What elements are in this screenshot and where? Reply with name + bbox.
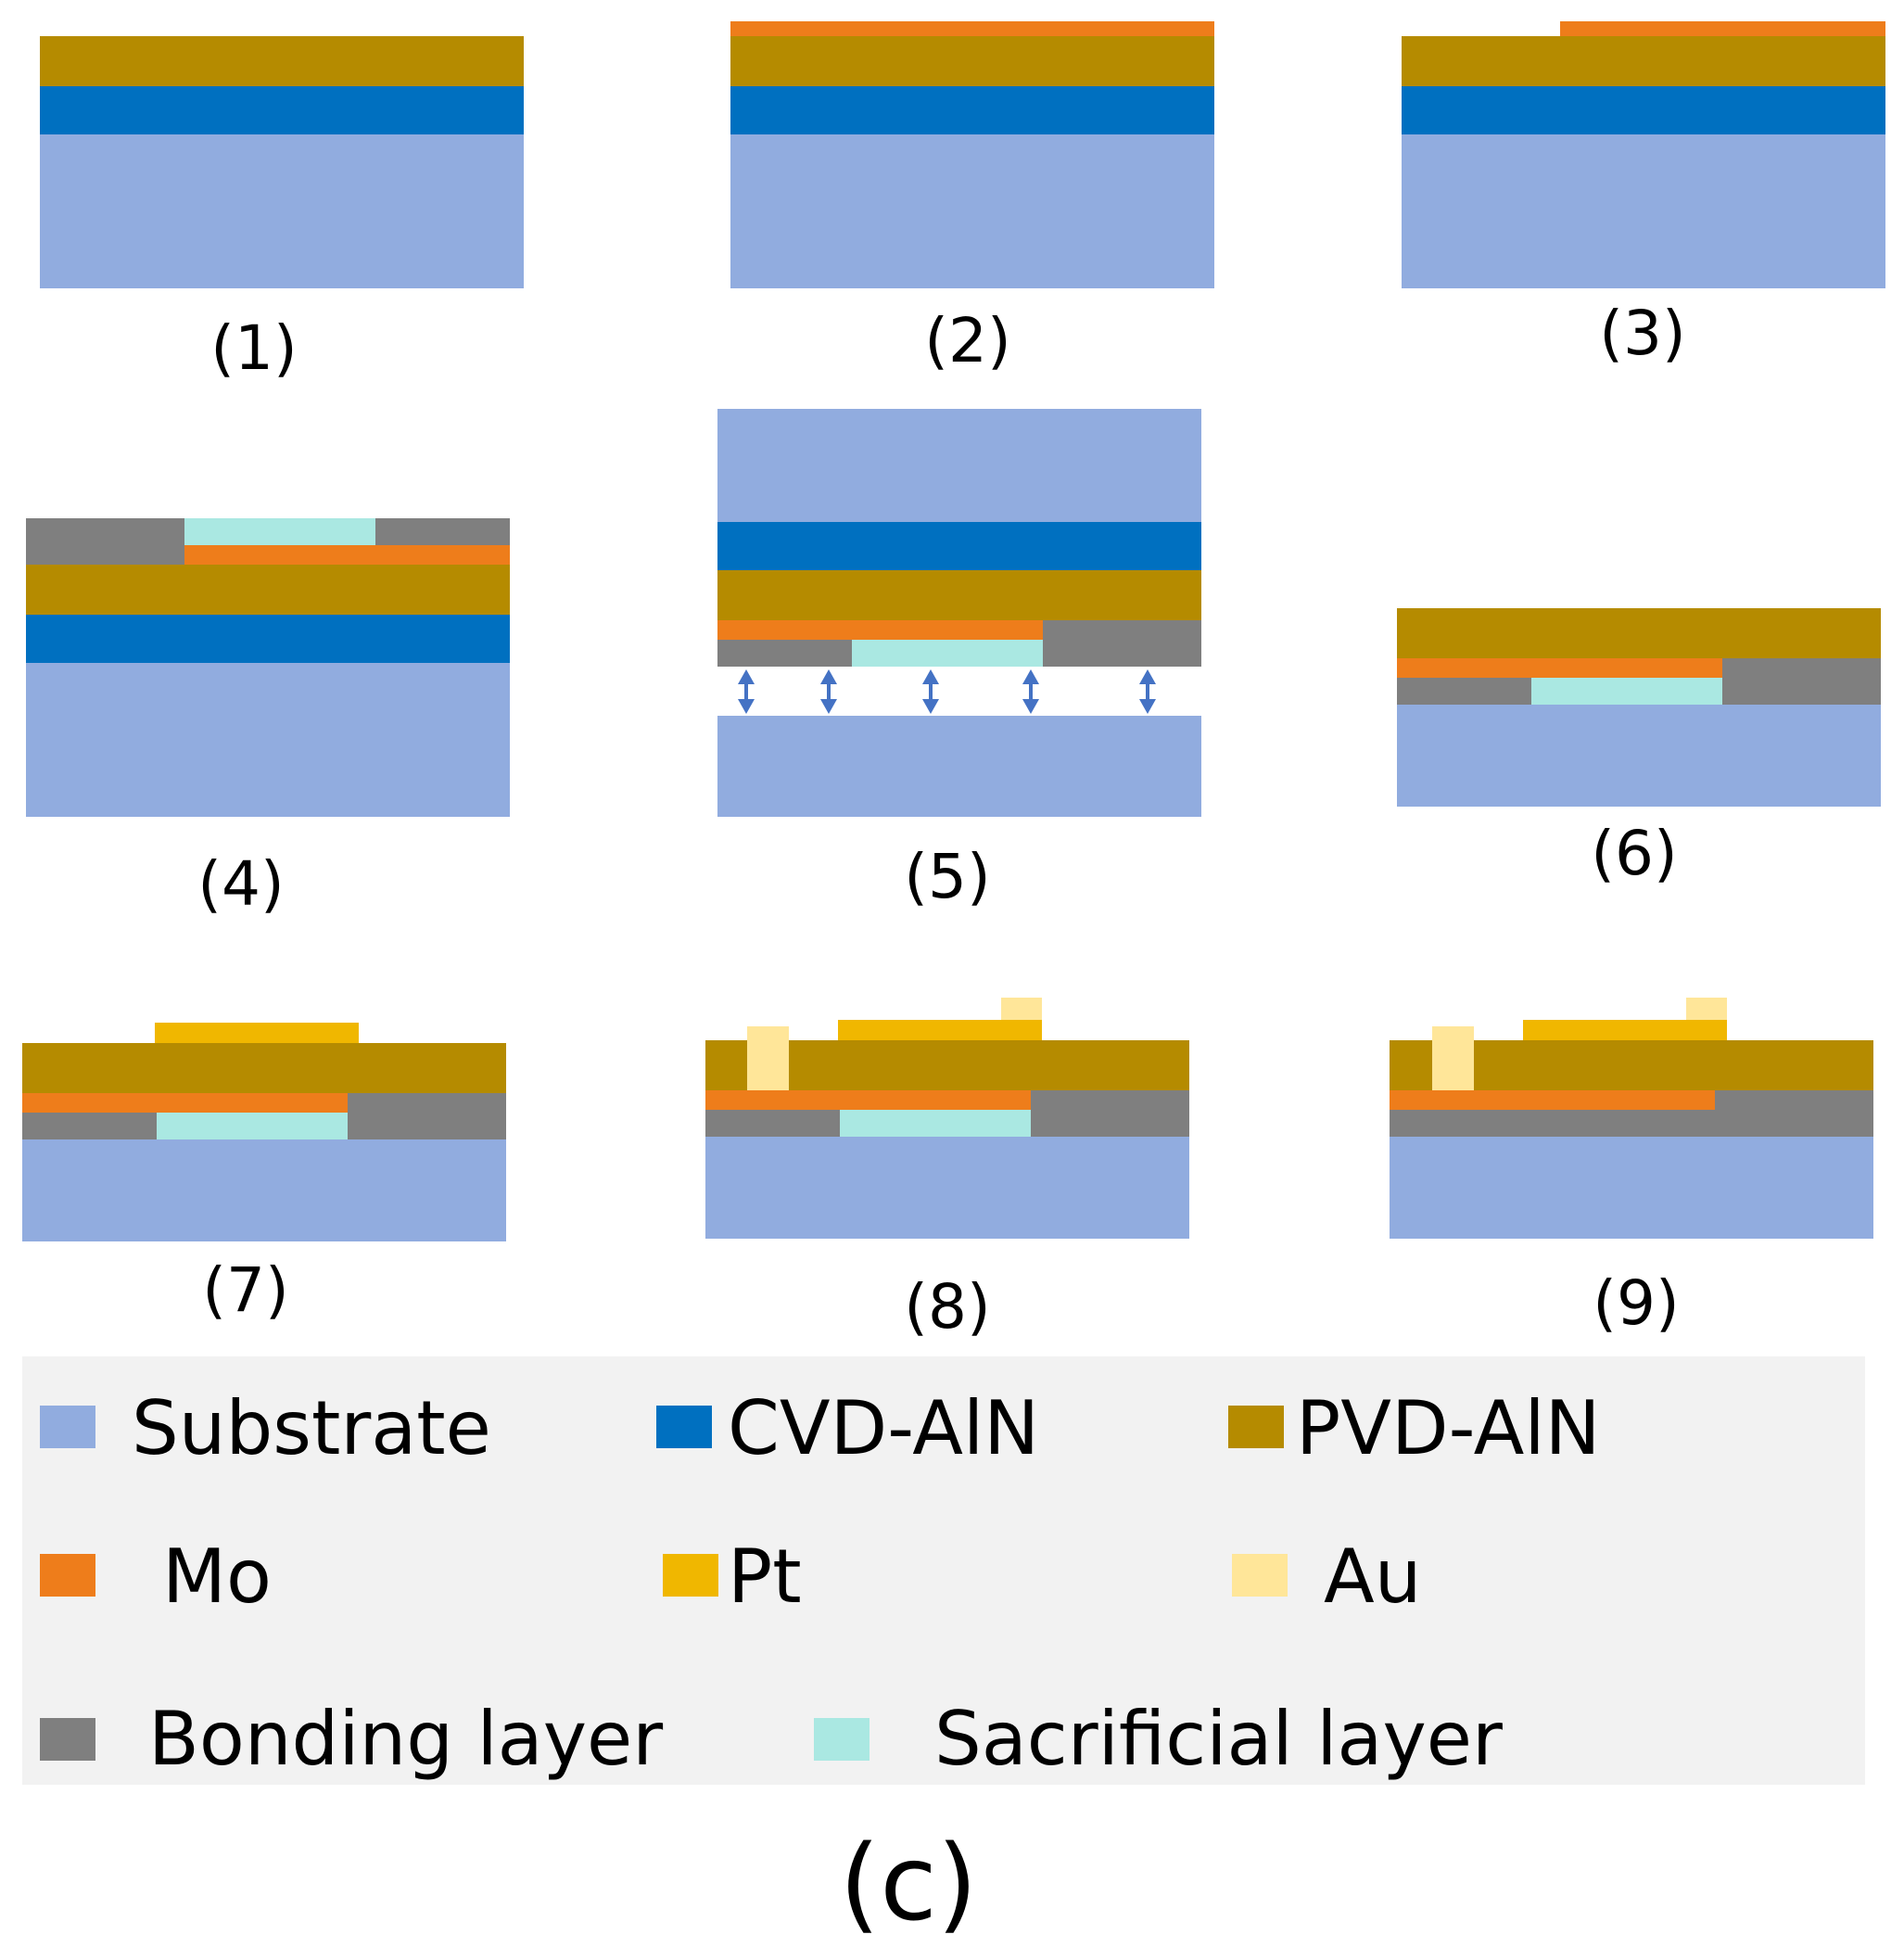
- legend-swatch-cvd-aln: [656, 1406, 712, 1448]
- substrate-layer: [1397, 705, 1881, 807]
- bonding-layer-left: [705, 1110, 840, 1137]
- step-9-stack: [1390, 998, 1873, 1239]
- substrate-layer: [26, 663, 510, 817]
- bonding-layer-right: [1715, 1090, 1873, 1137]
- pvd-aln-layer: [22, 1043, 506, 1093]
- step-3-label: (3): [1599, 298, 1686, 369]
- step-3-stack: [1402, 21, 1885, 288]
- legend-label-cvd-aln: CVD-AlN: [728, 1385, 1039, 1471]
- legend-label-pt: Pt: [728, 1534, 802, 1620]
- legend-background: [22, 1356, 1865, 1785]
- bonding-layer-right: [375, 518, 510, 545]
- legend-label-pvd-aln: PVD-AlN: [1296, 1385, 1600, 1471]
- bonding-layer-right: [348, 1093, 506, 1139]
- bonding-layer-right: [1031, 1090, 1189, 1137]
- bonding-arrow: [1139, 669, 1156, 714]
- pvd-aln-layer: [717, 570, 1201, 620]
- legend-label-substrate: Substrate: [132, 1385, 491, 1471]
- pvd-aln-layer: [26, 565, 510, 615]
- pvd-aln-layer: [1397, 608, 1881, 658]
- au-pad-top: [1001, 998, 1042, 1020]
- substrate-layer: [1390, 1137, 1873, 1239]
- pt-electrode: [155, 1023, 359, 1043]
- legend-label-sacrificial: Sacrificial layer: [934, 1696, 1503, 1782]
- mo-electrode: [1390, 1090, 1715, 1110]
- legend-label-bonding: Bonding layer: [148, 1696, 663, 1782]
- au-pad-top: [1686, 998, 1727, 1020]
- sacrificial-layer: [840, 1110, 1031, 1137]
- legend-swatch-au: [1232, 1554, 1288, 1597]
- mo-layer: [730, 21, 1214, 36]
- cvd-aln-layer: [717, 522, 1201, 570]
- mo-electrode: [1560, 21, 1885, 36]
- bonding-layer-left: [1390, 1110, 1715, 1137]
- step-6-label: (6): [1591, 818, 1678, 889]
- step-9-label: (9): [1593, 1267, 1680, 1339]
- legend-label-au: Au: [1324, 1534, 1421, 1620]
- substrate-layer: [705, 1137, 1189, 1239]
- pt-electrode: [838, 1020, 1042, 1040]
- substrate-layer: [22, 1139, 506, 1241]
- legend-swatch-sacrificial: [814, 1718, 869, 1761]
- bonding-layer-left: [22, 1113, 157, 1139]
- bonding-layer-left: [1397, 678, 1531, 705]
- bonding-arrow: [738, 669, 755, 714]
- substrate-layer: [730, 134, 1214, 288]
- mo-electrode: [1397, 658, 1722, 678]
- bonding-arrow: [820, 669, 837, 714]
- bonding-layer-left: [717, 640, 852, 667]
- step-1-label: (1): [210, 312, 298, 384]
- step-6-stack: [1397, 608, 1881, 807]
- step-4-stack: [26, 518, 510, 817]
- mo-electrode: [184, 545, 510, 565]
- pvd-aln-layer: [730, 36, 1214, 86]
- legend-swatch-pt: [663, 1554, 718, 1597]
- cvd-aln-layer: [730, 86, 1214, 134]
- mo-electrode: [22, 1093, 348, 1113]
- step-5-stack: [717, 409, 1201, 817]
- step-5-label: (5): [904, 841, 991, 912]
- sacrificial-layer: [1531, 678, 1722, 705]
- legend-swatch-substrate: [40, 1406, 95, 1448]
- au-via-pad: [747, 1026, 789, 1090]
- pvd-aln-layer: [40, 36, 524, 86]
- step-7-stack: [22, 1023, 506, 1241]
- step-7-label: (7): [202, 1254, 289, 1326]
- bonding-layer-right: [1043, 620, 1201, 667]
- pvd-aln-layer: [1402, 36, 1885, 86]
- cvd-aln-layer: [1402, 86, 1885, 134]
- figure-label: (c): [840, 1824, 978, 1944]
- legend-swatch-pvd-aln: [1228, 1406, 1284, 1448]
- step-8-stack: [705, 998, 1189, 1239]
- bonding-layer-right: [1722, 658, 1881, 705]
- substrate-layer: [40, 134, 524, 288]
- cvd-aln-layer: [26, 615, 510, 663]
- step-2-label: (2): [924, 305, 1011, 376]
- sacrificial-layer: [852, 640, 1043, 667]
- bonding-arrow: [922, 669, 939, 714]
- substrate-layer: [1402, 134, 1885, 288]
- target-substrate: [717, 716, 1201, 817]
- legend-label-mo: Mo: [162, 1534, 272, 1620]
- flipped-substrate: [717, 409, 1201, 522]
- bonding-arrows: [738, 669, 1156, 714]
- legend: Substrate CVD-AlN PVD-AlN Mo Pt Au Bondi…: [22, 1356, 1865, 1785]
- pt-electrode: [1523, 1020, 1727, 1040]
- bonding-arrow: [1022, 669, 1039, 714]
- sacrificial-layer: [184, 518, 375, 545]
- sacrificial-layer: [157, 1113, 348, 1139]
- step-8-label: (8): [904, 1271, 991, 1343]
- step-1-stack: [40, 36, 524, 288]
- step-4-label: (4): [197, 848, 285, 920]
- legend-swatch-mo: [40, 1554, 95, 1597]
- legend-swatch-bonding: [40, 1718, 95, 1761]
- au-via-pad: [1432, 1026, 1474, 1090]
- cvd-aln-layer: [40, 86, 524, 134]
- mo-electrode: [705, 1090, 1031, 1110]
- bonding-layer-left: [26, 518, 184, 565]
- mo-electrode: [717, 620, 1043, 640]
- step-2-stack: [730, 21, 1214, 288]
